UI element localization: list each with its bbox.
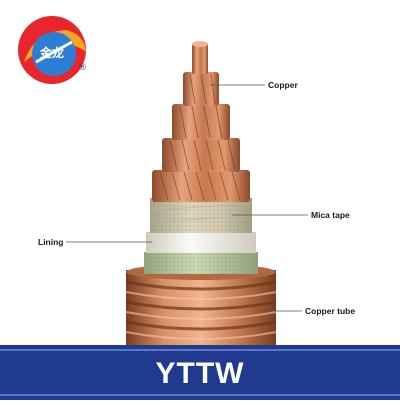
mica-tape-layer (149, 198, 253, 233)
callout-lines (66, 84, 308, 312)
logo-inner-circle (32, 32, 76, 76)
label-copper: Copper (268, 80, 298, 90)
footer-stripe-top (0, 349, 400, 351)
mica-tape-outer-layer (144, 252, 258, 274)
brand-logo: 金龙 (14, 12, 98, 86)
label-lining: Lining (38, 237, 64, 247)
footer-banner: YTTW (0, 345, 400, 400)
copper-tube (125, 264, 277, 346)
model-code: YTTW (155, 357, 245, 390)
footer-stripe-bottom (0, 394, 400, 396)
registered-mark: ® (78, 63, 87, 73)
lining-layer (146, 232, 256, 253)
label-mica-tape: Mica tape (311, 210, 350, 220)
label-copper-tube: Copper tube (305, 306, 356, 316)
copper-conductor (152, 41, 250, 202)
logo-text: 金龙 (40, 46, 65, 60)
